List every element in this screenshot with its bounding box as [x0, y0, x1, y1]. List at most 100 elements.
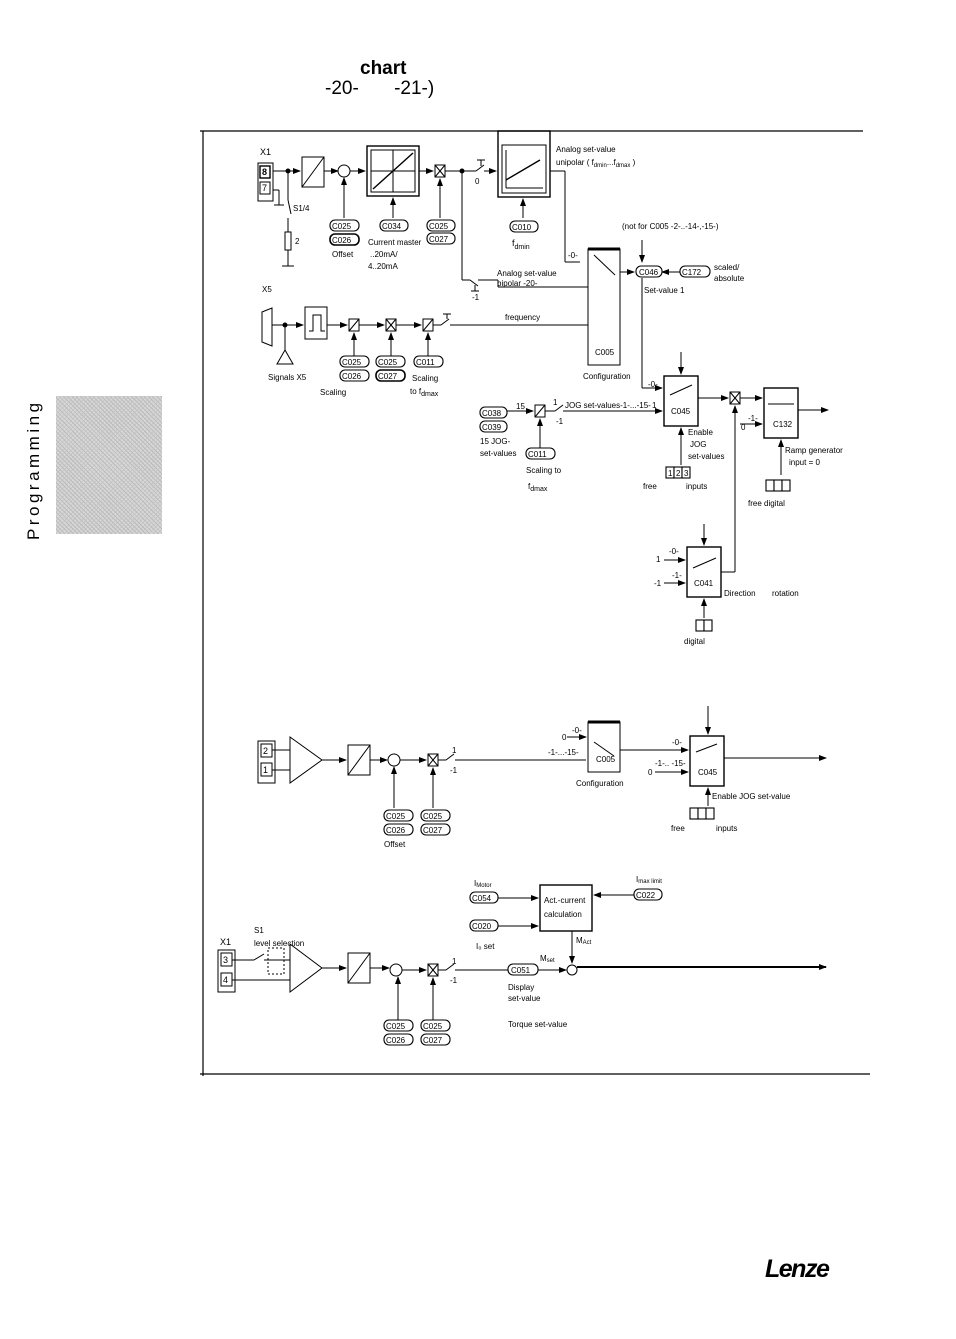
svg-text:scaled/: scaled/ — [714, 263, 740, 272]
svg-text:C005: C005 — [595, 348, 615, 357]
svg-text:-1: -1 — [556, 417, 564, 426]
unipolar-block — [497, 130, 551, 198]
svg-text:Enable JOG set-value: Enable JOG set-value — [712, 792, 791, 801]
pulse-converter — [304, 306, 328, 340]
svg-text:free: free — [643, 482, 657, 491]
c005-block-2 — [587, 721, 621, 773]
pill-c025-s1d — [375, 355, 406, 368]
svg-text:2: 2 — [295, 237, 300, 246]
svg-text:Display: Display — [508, 983, 534, 992]
pill-c027-s1b — [375, 369, 406, 382]
header-param-b: -21-) — [394, 78, 435, 99]
svg-text:inputs: inputs — [686, 482, 707, 491]
svg-text:Ramp generator: Ramp generator — [785, 446, 843, 455]
svg-text:-1-.. -15-: -1-.. -15- — [655, 759, 686, 768]
svg-text:C025: C025 — [423, 1022, 443, 1031]
svg-text:-1: -1 — [654, 579, 662, 588]
svg-text:JOG set-values-1-...-15-: JOG set-values-1-...-15- — [565, 401, 651, 410]
svg-text:S1/4: S1/4 — [293, 204, 310, 213]
pill-c025-s1b — [426, 219, 456, 232]
svg-text:-1-...-15-: -1-...-15- — [548, 748, 579, 757]
svg-text:set-value: set-value — [508, 994, 541, 1003]
svg-text:absolute: absolute — [714, 274, 745, 283]
svg-text:8: 8 — [262, 167, 267, 177]
svg-text:C172: C172 — [682, 268, 702, 277]
pill-c022 — [633, 888, 663, 901]
svg-text:Act.-current: Act.-current — [544, 896, 586, 905]
svg-text:fdmax: fdmax — [528, 482, 548, 493]
svg-text:1: 1 — [553, 398, 558, 407]
svg-text:X5: X5 — [262, 285, 272, 294]
svg-text:inputs: inputs — [716, 824, 737, 833]
svg-text:C051: C051 — [511, 966, 531, 975]
svg-text:S1: S1 — [254, 926, 264, 935]
diff-amplifier-2 — [289, 736, 323, 784]
pill-c046 — [635, 265, 663, 278]
svg-text:Torque set-value: Torque set-value — [508, 1020, 568, 1029]
svg-text:1: 1 — [452, 746, 457, 755]
svg-text:C027: C027 — [429, 235, 449, 244]
pill-c025-s1a — [329, 219, 360, 232]
svg-text:1: 1 — [452, 957, 457, 966]
pill-c025-s3b — [420, 1019, 451, 1032]
svg-text:4..20mA: 4..20mA — [368, 262, 398, 271]
svg-text:-1-: -1- — [748, 414, 758, 423]
svg-text:15: 15 — [516, 402, 525, 411]
svg-text:Analog set-value: Analog set-value — [497, 269, 557, 278]
svg-text:C011: C011 — [416, 358, 435, 367]
svg-text:-0-: -0- — [572, 726, 582, 735]
diff-amplifier-3 — [289, 943, 323, 993]
svg-text:..20mA/: ..20mA/ — [370, 250, 398, 259]
header-parameters: -20- -21-) — [325, 78, 434, 100]
svg-text:Current master: Current master — [368, 238, 422, 247]
pill-c025-s2a — [383, 809, 414, 822]
c045-block-2 — [689, 735, 725, 787]
terminal-block-x1 — [257, 162, 274, 202]
svg-text:C045: C045 — [698, 768, 718, 777]
svg-text:0: 0 — [648, 768, 653, 777]
svg-text:Enable: Enable — [688, 428, 713, 437]
svg-text:MAct: MAct — [576, 936, 592, 946]
svg-text:1: 1 — [656, 555, 661, 564]
svg-text:free: free — [671, 824, 685, 833]
pill-c051 — [507, 963, 539, 976]
svg-text:X1: X1 — [220, 937, 231, 947]
svg-text:Configuration: Configuration — [583, 372, 631, 381]
svg-text:Direction: Direction — [724, 589, 756, 598]
summing-junction-1 — [337, 164, 351, 178]
svg-text:1: 1 — [263, 765, 268, 775]
svg-text:C025: C025 — [423, 812, 443, 821]
svg-text:-1: -1 — [450, 766, 458, 775]
svg-text:Mset: Mset — [540, 954, 555, 964]
svg-text:Configuration: Configuration — [576, 779, 624, 788]
svg-text:C010: C010 — [512, 223, 532, 232]
svg-text:unipolar ( fdmin...fdmax ): unipolar ( fdmin...fdmax ) — [556, 158, 636, 169]
svg-text:to fdmax: to fdmax — [410, 387, 439, 398]
svg-text:7: 7 — [262, 183, 267, 193]
svg-text:C011: C011 — [528, 450, 547, 459]
svg-text:C025: C025 — [386, 812, 406, 821]
pill-c025-s1c — [339, 355, 370, 368]
pill-c011-a — [413, 355, 444, 368]
header-param-a: -20- — [325, 78, 359, 99]
pill-c027-s2 — [420, 823, 451, 836]
c041-direction-block — [686, 546, 722, 598]
svg-text:Scaling: Scaling — [320, 388, 346, 397]
c132-ramp-block — [763, 387, 799, 439]
lenze-logo: Lenze — [765, 1255, 830, 1283]
svg-text:-1: -1 — [472, 293, 480, 302]
pill-c026-s2 — [383, 823, 414, 836]
svg-text:free digital: free digital — [748, 499, 785, 508]
svg-text:2: 2 — [263, 746, 268, 756]
svg-text:C020: C020 — [472, 922, 492, 931]
svg-text:C041: C041 — [694, 579, 714, 588]
svg-text:set-values: set-values — [480, 449, 516, 458]
svg-text:JOG: JOG — [690, 440, 706, 449]
svg-text:Scaling: Scaling — [412, 374, 438, 383]
svg-text:C027: C027 — [423, 826, 443, 835]
svg-text:Offset: Offset — [332, 250, 354, 259]
svg-text:C026: C026 — [386, 1036, 406, 1045]
pill-c034 — [379, 219, 409, 232]
svg-text:4: 4 — [223, 975, 228, 985]
pill-c011-b — [525, 447, 556, 460]
